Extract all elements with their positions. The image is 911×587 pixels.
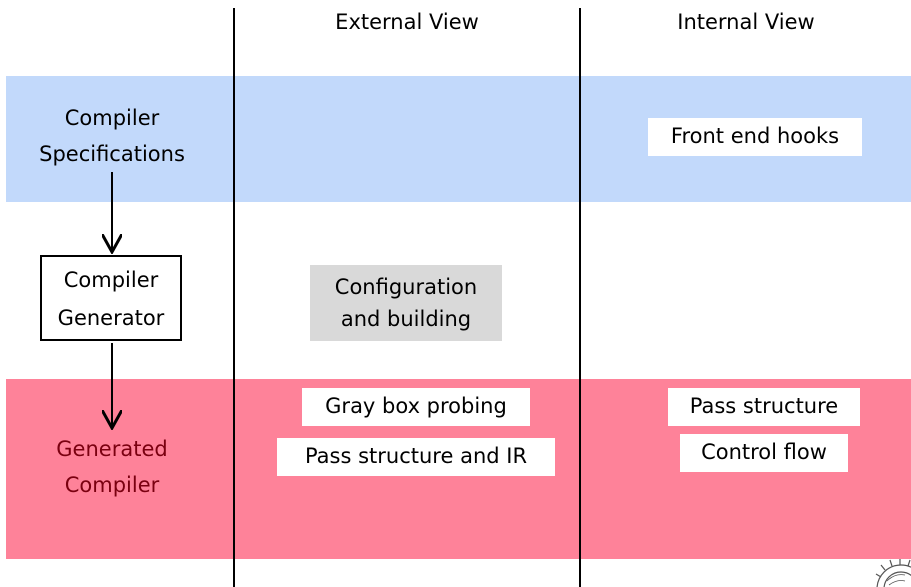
- compiler-generator-line1: Compiler: [63, 268, 159, 292]
- configuration-line2: and building: [340, 307, 472, 331]
- pass-structure-box: Pass structure: [668, 388, 860, 426]
- column-divider-left: [233, 8, 235, 587]
- generated-compiler-line2: Compiler: [64, 473, 160, 497]
- internal-view-header: Internal View: [677, 10, 815, 34]
- compiler-generator-line2: Generator: [57, 306, 165, 330]
- external-view-header: External View: [335, 10, 479, 34]
- compiler-specifications-label: Compiler Specifications: [6, 100, 218, 172]
- generated-compiler-line1: Generated: [56, 437, 168, 461]
- control-flow-box: Control flow: [680, 434, 848, 472]
- pass-structure-ir-box: Pass structure and IR: [277, 438, 555, 476]
- front-end-hooks-box: Front end hooks: [648, 118, 862, 156]
- compiler-specifications-line2: Specifications: [39, 142, 185, 166]
- configuration-building-box: Configuration and building: [310, 265, 502, 341]
- gray-box-probing-box: Gray box probing: [302, 388, 530, 426]
- compiler-specifications-line1: Compiler: [64, 106, 160, 130]
- configuration-line1: Configuration: [334, 275, 478, 299]
- column-divider-right: [579, 8, 581, 587]
- generated-compiler-label: Generated Compiler: [6, 431, 218, 503]
- compiler-generator-box: Compiler Generator: [40, 255, 182, 341]
- gear-seal-icon: [875, 559, 911, 587]
